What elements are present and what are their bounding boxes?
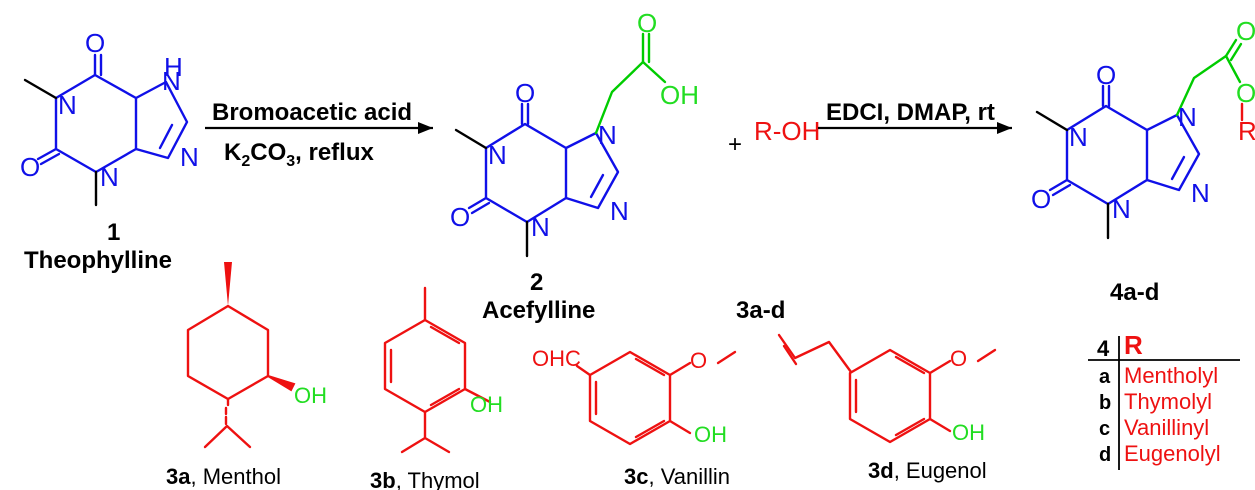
atom-oh: OH bbox=[660, 80, 699, 110]
atom-o: O bbox=[637, 8, 657, 38]
compound-2-number: 2 bbox=[530, 269, 543, 296]
theophylline-structure bbox=[23, 53, 189, 207]
arrowhead-icon bbox=[418, 122, 433, 134]
reagent-edci-dmap: EDCI, DMAP, rt bbox=[826, 99, 995, 126]
product-label: 4a-d bbox=[1110, 279, 1159, 306]
atom-n: N bbox=[1178, 102, 1197, 132]
table-header-value: R bbox=[1124, 330, 1143, 360]
table-row-key: a bbox=[1099, 366, 1111, 388]
acefylline-structure bbox=[454, 32, 667, 258]
atom-n: N bbox=[58, 90, 77, 120]
atom-n: N bbox=[1112, 194, 1131, 224]
atom-n: N bbox=[531, 212, 550, 242]
atom-oh: OH bbox=[294, 383, 327, 408]
alcohol-3a-caption: 3a, Menthol bbox=[166, 464, 281, 489]
atom-ohc: OHC bbox=[532, 346, 581, 371]
table-row-value: Thymolyl bbox=[1124, 389, 1212, 414]
table-row-key: c bbox=[1099, 418, 1110, 440]
alcohol-formula: R-OH bbox=[754, 116, 820, 146]
compound-1-name: Theophylline bbox=[24, 247, 172, 274]
atom-oh: OH bbox=[470, 392, 503, 417]
atom-oh: OH bbox=[694, 422, 727, 447]
atom-o: O bbox=[85, 28, 105, 58]
menthol-structure bbox=[186, 262, 296, 449]
table-row-key: b bbox=[1099, 392, 1111, 414]
atom-o: O bbox=[690, 348, 707, 373]
atom-n: N bbox=[488, 140, 507, 170]
table-row-key: d bbox=[1099, 444, 1111, 466]
table-row-value: Eugenolyl bbox=[1124, 441, 1221, 466]
table-header-key: 4 bbox=[1097, 336, 1110, 361]
atom-n: N bbox=[1069, 122, 1088, 152]
atom-h: H bbox=[164, 52, 183, 82]
reagent-k2co3-reflux: K2CO3, reflux bbox=[224, 139, 375, 170]
alcohol-3b-caption: 3b, Thymol bbox=[370, 468, 480, 490]
compound-1-number: 1 bbox=[107, 219, 120, 246]
alcohol-3d-caption: 3d, Eugenol bbox=[868, 458, 987, 483]
atom-o: O bbox=[20, 152, 40, 182]
atom-n: N bbox=[1191, 178, 1210, 208]
atom-o: O bbox=[1096, 60, 1116, 90]
alcohol-3c-caption: 3c, Vanillin bbox=[624, 464, 730, 489]
atom-o: O bbox=[1236, 78, 1255, 108]
atom-oh: OH bbox=[952, 420, 985, 445]
arrowhead-icon bbox=[997, 122, 1012, 134]
atom-n: N bbox=[162, 66, 181, 96]
atom-o: O bbox=[1031, 184, 1051, 214]
atom-o: O bbox=[950, 346, 967, 371]
thymol-structure bbox=[383, 286, 492, 454]
atom-n: N bbox=[598, 120, 617, 150]
compound-3-label: 3a-d bbox=[736, 297, 785, 324]
eugenol-structure bbox=[777, 333, 997, 444]
atom-o: O bbox=[515, 78, 535, 108]
vanillin-structure bbox=[575, 350, 737, 446]
plus-sign: + bbox=[728, 131, 742, 158]
atom-r: R bbox=[1238, 116, 1255, 146]
atom-o: O bbox=[450, 202, 470, 232]
table-row-value: Mentholyl bbox=[1124, 363, 1218, 388]
atom-n: N bbox=[610, 196, 629, 226]
table-row-value: Vanillinyl bbox=[1124, 415, 1209, 440]
atom-n: N bbox=[100, 162, 119, 192]
atom-n: N bbox=[180, 142, 199, 172]
product-structure bbox=[1035, 38, 1244, 240]
r-substituent-table: 4 R a Mentholyl b Thymolyl c Vanillinyl … bbox=[1088, 330, 1240, 470]
atom-o: O bbox=[1236, 16, 1255, 46]
reagent-bromoacetic-acid: Bromoacetic acid bbox=[212, 99, 412, 126]
compound-2-name: Acefylline bbox=[482, 297, 595, 324]
